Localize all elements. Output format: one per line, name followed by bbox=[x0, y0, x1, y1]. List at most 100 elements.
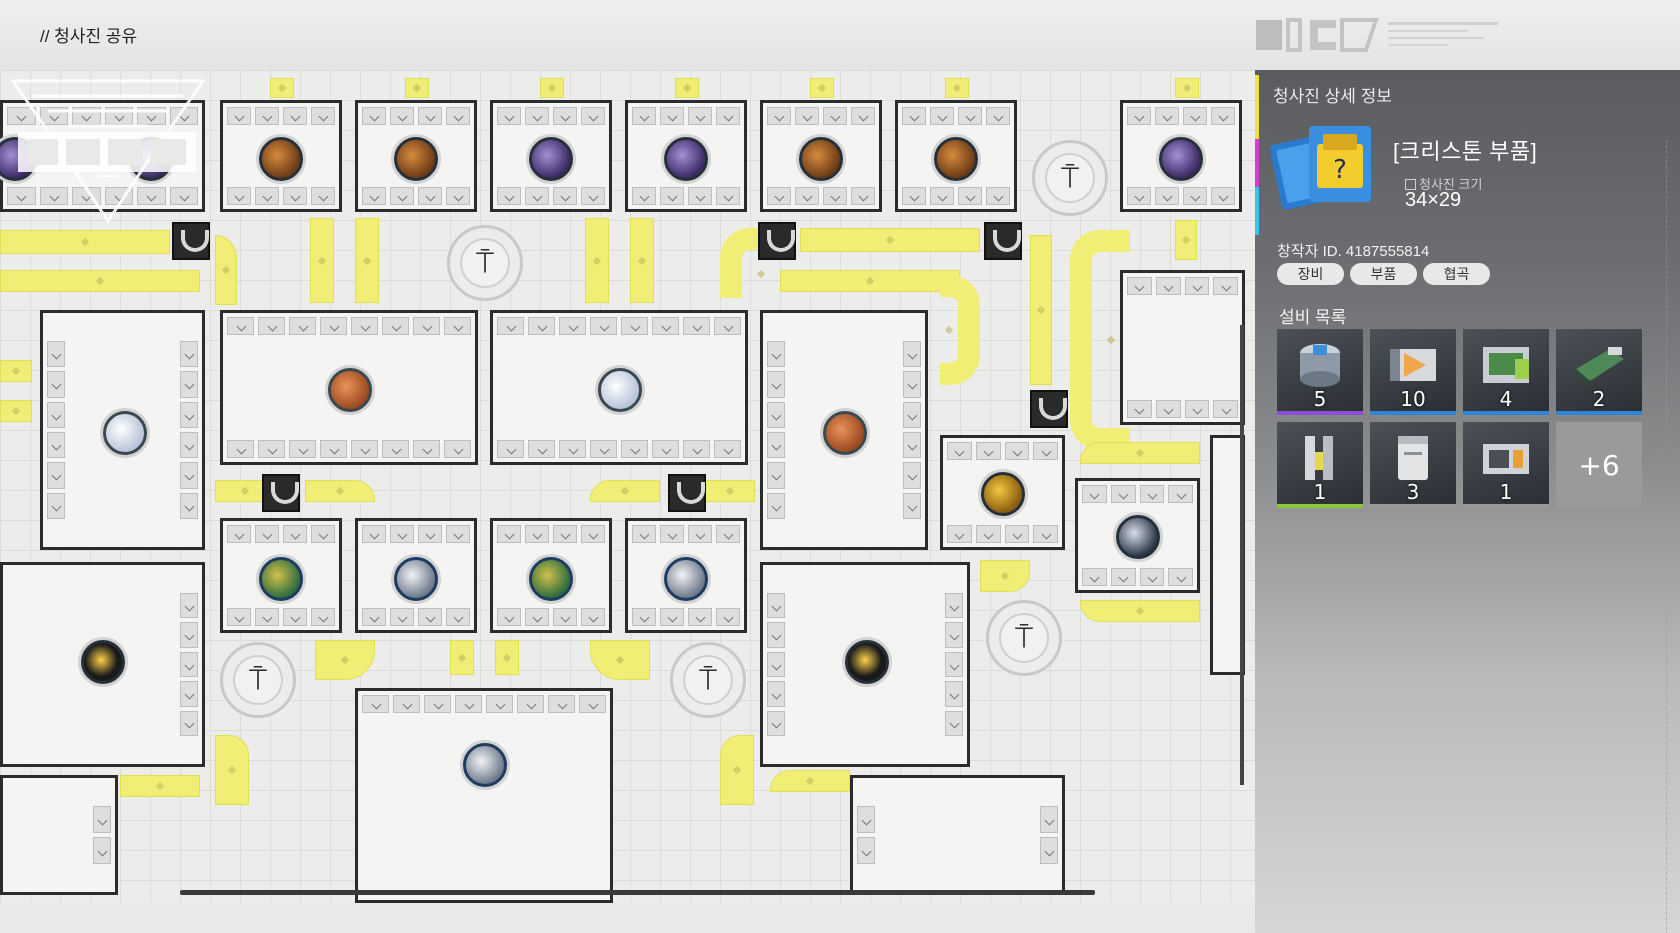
storage-box-icon bbox=[1398, 436, 1428, 480]
power-pylon[interactable]: ⍑ bbox=[670, 642, 746, 718]
pylon-tower-icon bbox=[1305, 436, 1333, 480]
refinery-machine[interactable] bbox=[1120, 100, 1242, 212]
purple-ore-icon bbox=[529, 137, 573, 181]
horizontal-scrollbar[interactable] bbox=[180, 890, 1095, 895]
assembler-machine[interactable] bbox=[1075, 478, 1200, 593]
brown-cube-icon bbox=[823, 411, 867, 455]
conveyor-belt bbox=[315, 640, 375, 680]
fabricator-icon bbox=[1483, 347, 1529, 383]
equipment-slot[interactable]: 5 bbox=[1277, 329, 1363, 415]
green-crystal-icon bbox=[529, 557, 573, 601]
conveyor-belt bbox=[355, 218, 379, 303]
refinery-machine[interactable] bbox=[895, 100, 1017, 212]
conveyor-belt bbox=[120, 775, 200, 797]
refinery-machine[interactable] bbox=[355, 100, 477, 212]
splitter[interactable] bbox=[758, 222, 796, 260]
fabricator-machine[interactable] bbox=[760, 310, 928, 550]
blueprint-map[interactable]: ⍑ ⍑ ⍑ ⍑ ⍑ bbox=[0, 70, 1255, 903]
power-pylon[interactable]: ⍑ bbox=[1032, 140, 1108, 216]
brown-ore-icon bbox=[394, 137, 438, 181]
refinery-machine[interactable] bbox=[490, 518, 612, 633]
conveyor-belt bbox=[705, 480, 755, 502]
silver-gem-icon bbox=[463, 743, 507, 787]
fabricator-machine[interactable] bbox=[490, 310, 748, 465]
panel-title: 청사진 상세 정보 bbox=[1273, 87, 1392, 106]
fabricator-machine[interactable] bbox=[760, 562, 970, 767]
conveyor-belt bbox=[675, 78, 699, 98]
conveyor-belt bbox=[1030, 235, 1052, 385]
conveyor-belt bbox=[270, 78, 294, 98]
conveyor-belt bbox=[310, 218, 334, 303]
tag-list: 장비 부품 협곡 bbox=[1277, 263, 1490, 285]
power-pylon[interactable]: ⍑ bbox=[986, 600, 1062, 676]
top-bar: // 청사진 공유 bbox=[0, 0, 1680, 70]
conveyor-belt bbox=[405, 78, 429, 98]
splitter[interactable] bbox=[668, 474, 706, 512]
equipment-slot[interactable]: 3 bbox=[1370, 422, 1456, 508]
splitter[interactable] bbox=[984, 222, 1022, 260]
splitter[interactable] bbox=[262, 474, 300, 512]
dark-core-icon bbox=[845, 640, 889, 684]
tag-equipment[interactable]: 장비 bbox=[1277, 263, 1344, 285]
tag-canyon[interactable]: 협곡 bbox=[1423, 263, 1490, 285]
storage-box[interactable] bbox=[850, 775, 1065, 895]
conveyor-belt bbox=[590, 480, 660, 502]
brown-ore-icon bbox=[799, 137, 843, 181]
refinery-machine[interactable] bbox=[220, 100, 342, 212]
power-pylon[interactable]: ⍑ bbox=[447, 225, 523, 301]
panel-accent-bar bbox=[1255, 75, 1259, 235]
power-pylon[interactable]: ⍑ bbox=[220, 642, 296, 718]
equipment-slot[interactable]: 1 bbox=[1277, 422, 1363, 508]
refinery-machine[interactable] bbox=[625, 518, 747, 633]
conveyor-belt bbox=[1175, 78, 1199, 98]
refinery-machine[interactable] bbox=[760, 100, 882, 212]
fabricator-machine[interactable] bbox=[0, 562, 205, 767]
conveyor-belt bbox=[1080, 600, 1200, 622]
blueprint-detail-panel: 청사진 상세 정보 ? [크리스톤 부품] 청사진 크기 34×29 창작자 I… bbox=[1255, 70, 1680, 933]
equipment-slot[interactable]: 10 bbox=[1370, 329, 1456, 415]
refinery-machine[interactable] bbox=[625, 100, 747, 212]
splitter[interactable] bbox=[172, 222, 210, 260]
splitter[interactable] bbox=[1030, 390, 1068, 428]
conveyor-belt bbox=[0, 270, 200, 292]
fabricator-machine[interactable] bbox=[220, 310, 478, 465]
conveyor-belt bbox=[780, 270, 960, 292]
brand-emblem-icon bbox=[1256, 18, 1498, 52]
equipment-slot[interactable]: 1 bbox=[1463, 422, 1549, 508]
purple-ore-icon bbox=[664, 137, 708, 181]
conveyor-belt bbox=[940, 275, 980, 385]
assembler-icon bbox=[1483, 444, 1529, 474]
refinery-machine[interactable] bbox=[0, 100, 205, 212]
equipment-slot[interactable]: 2 bbox=[1556, 329, 1642, 415]
refinery-machine[interactable] bbox=[355, 518, 477, 633]
antenna-icon: ⍑ bbox=[476, 245, 494, 281]
conveyor-belt bbox=[0, 400, 32, 422]
antenna-icon: ⍑ bbox=[1061, 160, 1079, 196]
tag-parts[interactable]: 부품 bbox=[1350, 263, 1417, 285]
conveyor-belt bbox=[0, 360, 32, 382]
conveyor-belt bbox=[590, 640, 650, 680]
refinery-machine[interactable] bbox=[940, 435, 1065, 550]
conveyor-belt bbox=[810, 78, 834, 98]
tool-part-icon bbox=[1116, 515, 1160, 559]
fabricator-machine[interactable] bbox=[355, 688, 613, 903]
more-equipment-button[interactable]: +6 bbox=[1556, 422, 1642, 508]
conveyor-belt bbox=[305, 480, 375, 502]
conveyor-belt bbox=[585, 218, 609, 303]
equipment-slot[interactable]: 4 bbox=[1463, 329, 1549, 415]
storage-box[interactable] bbox=[1120, 270, 1245, 425]
storage-box[interactable] bbox=[0, 775, 118, 895]
refinery-machine[interactable] bbox=[220, 518, 342, 633]
fabricator-machine[interactable] bbox=[40, 310, 205, 550]
refinery-machine[interactable] bbox=[490, 100, 612, 212]
blueprint-name: [크리스톤 부품] bbox=[1393, 139, 1538, 164]
vertical-scrollbar[interactable] bbox=[1240, 325, 1244, 785]
panel-edge-decoration bbox=[1666, 140, 1680, 933]
white-cube-icon bbox=[103, 411, 147, 455]
conveyor-belt bbox=[1080, 442, 1200, 464]
gold-ore-icon bbox=[981, 472, 1025, 516]
dark-core-icon bbox=[81, 640, 125, 684]
conveyor-belt bbox=[450, 640, 474, 675]
conveyor-belt bbox=[630, 218, 654, 303]
antenna-icon: ⍑ bbox=[1015, 620, 1033, 656]
